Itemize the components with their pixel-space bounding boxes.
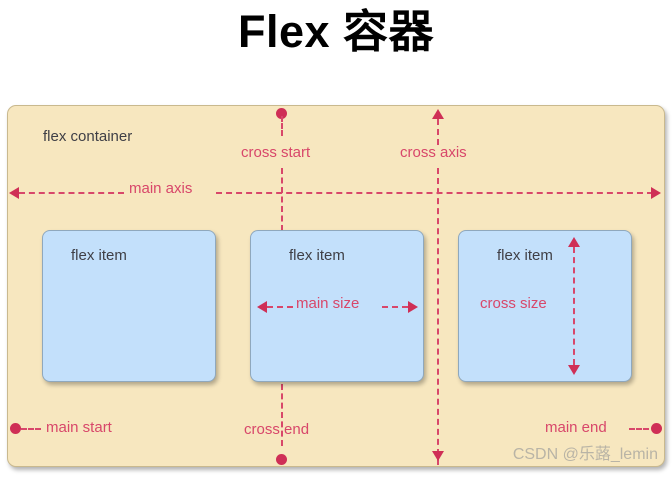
main-end-line [629,428,649,430]
main-axis-line-left [19,192,124,194]
main-axis-arrowhead-right-icon [651,187,661,199]
main-size-line-right [382,306,408,308]
flex-container-diagram: flex container cross start cross end cro… [7,105,665,467]
cross-start-label: cross start [241,144,311,161]
cross-axis-bottom-arrowhead-icon [432,451,444,461]
csdn-watermark: CSDN @乐蕗_lemin [512,446,658,463]
cross-start-line [281,116,283,136]
flex-item-1[interactable]: flex item [42,230,216,382]
main-start-dot-icon [10,423,21,434]
flex-container-label: flex container [43,128,133,145]
cross-start-line-lower [281,168,283,231]
cross-end-dot-icon [276,454,287,465]
cross-axis-line-body [437,168,439,465]
main-axis-arrowhead-left-icon [9,187,19,199]
main-size-line-left [267,306,293,308]
cross-start-line-bottom [281,384,283,446]
main-axis-line-right [216,192,653,194]
flex-item-3-label: flex item [497,247,553,264]
flex-item-1-label: flex item [71,247,127,264]
main-size-arrowhead-right-icon [408,301,418,313]
cross-axis-label: cross axis [400,144,467,161]
main-end-label: main end [545,419,607,436]
main-start-line [21,428,41,430]
main-size-label: main size [296,295,360,312]
cross-size-label: cross size [480,295,547,312]
cross-size-arrowhead-down-icon [568,365,580,375]
cross-axis-line-top [437,119,439,145]
cross-end-label: cross end [244,421,310,438]
main-start-label: main start [46,419,112,436]
cross-size-line [573,247,575,365]
page-title: Flex 容器 [237,6,435,57]
cross-size-arrowhead-up-icon [568,237,580,247]
main-size-arrowhead-left-icon [257,301,267,313]
flex-item-2[interactable]: flex item main size [250,230,424,382]
cross-axis-arrowhead-icon [432,109,444,119]
cross-start-dot-icon [276,108,287,119]
flex-item-2-label: flex item [289,247,345,264]
main-axis-label: main axis [129,180,193,197]
flex-item-3[interactable]: flex item cross size [458,230,632,382]
main-end-dot-icon [651,423,662,434]
